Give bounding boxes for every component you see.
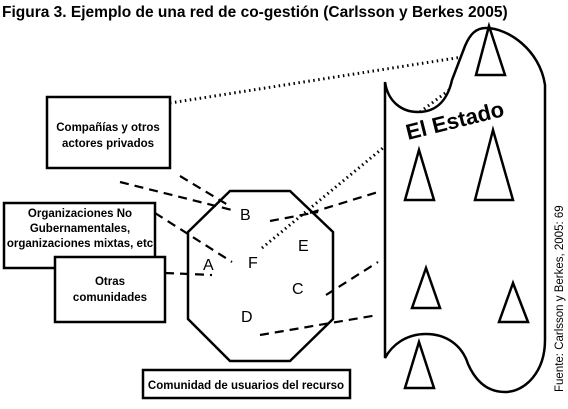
user-community-octagon bbox=[186, 189, 335, 363]
dashed-link-companias-b bbox=[119, 180, 233, 212]
figure-title: Figura 3. Ejemplo de una red de co-gesti… bbox=[2, 4, 508, 21]
triangle-large bbox=[473, 125, 515, 202]
source-note: Fuente: Carlsson y Berkes, 2005: 69 bbox=[554, 205, 566, 392]
node-f: F bbox=[248, 255, 258, 272]
dotted-link-companias-estado bbox=[169, 53, 476, 105]
box-otras-line-1: Otras bbox=[95, 276, 125, 288]
box-companias-line-2: actores privados bbox=[62, 138, 154, 150]
box-usuarios bbox=[141, 368, 352, 400]
box-otras-comunidades bbox=[53, 255, 167, 324]
dashed-link-ong-f bbox=[154, 212, 233, 263]
node-b: B bbox=[240, 207, 251, 224]
triangle-left-middle bbox=[410, 264, 442, 310]
dotted-link-f-estado bbox=[261, 136, 396, 250]
box-companias bbox=[45, 95, 172, 170]
box-companias-line-1: Compañías y otros bbox=[56, 122, 160, 134]
dashed-link-e-estado bbox=[309, 190, 379, 215]
node-d: D bbox=[241, 309, 253, 326]
triangle-left-upper bbox=[403, 145, 436, 202]
box-ong-line-1: Organizaciones No bbox=[28, 208, 132, 220]
box-ong-line-3: organizaciones mixtas, etc bbox=[7, 238, 154, 250]
state-column bbox=[383, 26, 547, 394]
box-otras-line-2: comunidades bbox=[73, 292, 147, 304]
box-usuarios-label: Comunidad de usuarios del recurso bbox=[148, 380, 344, 392]
triangle-right-lower bbox=[497, 279, 530, 324]
node-c: C bbox=[292, 281, 304, 298]
triangle-top bbox=[474, 21, 507, 77]
node-e: E bbox=[298, 238, 309, 255]
dashed-link-b-e bbox=[269, 210, 319, 223]
dashed-link-d-estado bbox=[259, 313, 379, 337]
node-a: A bbox=[203, 257, 214, 274]
dashed-link-c-estado bbox=[325, 261, 379, 296]
box-ong-line-2: Gubernamentales, bbox=[30, 223, 130, 235]
triangle-bottom bbox=[403, 337, 436, 390]
